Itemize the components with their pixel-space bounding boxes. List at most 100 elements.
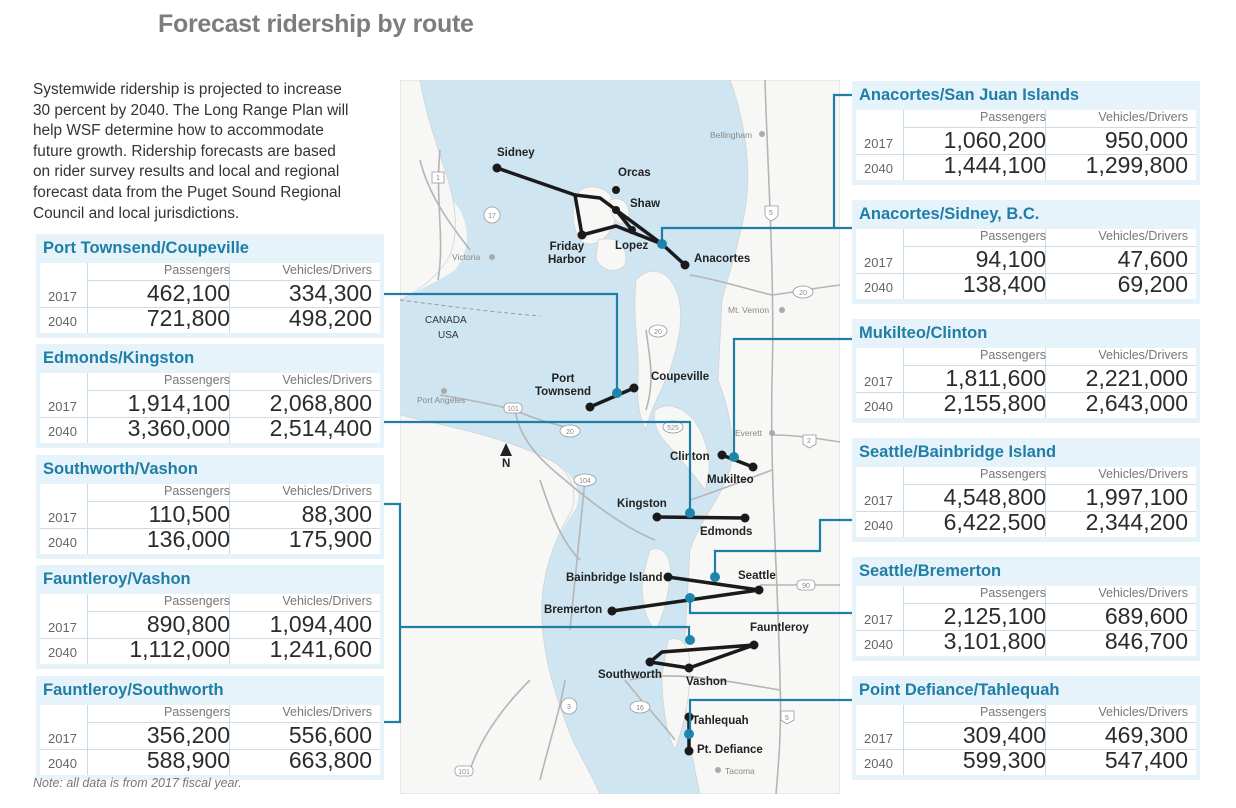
col-header-passengers: Passengers <box>163 484 230 498</box>
year-label: 2017 <box>864 493 893 508</box>
col-header-vehicles: Vehicles/Drivers <box>1098 705 1188 719</box>
label-seattle: Seattle <box>738 570 776 582</box>
table-divider <box>229 263 230 333</box>
ridership-table: Passengers Vehicles/Drivers 2017 2,125,1… <box>856 586 1196 656</box>
route-box-seattle-bainbridge: Seattle/Bainbridge Island Passengers Veh… <box>852 438 1200 542</box>
label-kingston: Kingston <box>617 498 667 510</box>
vehicles-value: 69,200 <box>1117 271 1188 297</box>
label-fauntleroy: Fauntleroy <box>750 622 809 634</box>
table-divider <box>856 511 1196 512</box>
city-bellingham: Bellingham <box>710 130 753 140</box>
vehicles-value: 2,344,200 <box>1085 509 1188 535</box>
route-box-point-defiance-tahlequah: Point Defiance/Tahlequah Passengers Vehi… <box>852 676 1200 780</box>
year-label: 2040 <box>864 399 893 414</box>
intro-line: Council and local jurisdictions. <box>33 204 240 222</box>
col-header-vehicles: Vehicles/Drivers <box>1098 110 1188 124</box>
table-divider <box>903 246 1196 247</box>
table-divider <box>87 263 88 333</box>
year-label: 2040 <box>864 637 893 652</box>
highway-17: 17 <box>488 213 496 220</box>
label-vashon: Vashon <box>686 676 727 688</box>
passengers-value: 1,444,100 <box>943 152 1046 178</box>
table-divider <box>856 392 1196 393</box>
vehicles-value: 88,300 <box>301 501 372 527</box>
highway-16: 16 <box>636 705 644 712</box>
table-divider <box>87 390 380 391</box>
year-label: 2040 <box>48 314 77 329</box>
route-name: Anacortes/Sidney, B.C. <box>859 205 1040 223</box>
col-header-vehicles: Vehicles/Drivers <box>282 705 372 719</box>
table-divider <box>903 127 1196 128</box>
table-divider <box>87 722 380 723</box>
passengers-value: 4,548,800 <box>943 484 1046 510</box>
col-header-vehicles: Vehicles/Drivers <box>282 594 372 608</box>
col-header-vehicles: Vehicles/Drivers <box>282 373 372 387</box>
ridership-table: Passengers Vehicles/Drivers 2017 309,400… <box>856 705 1196 775</box>
table-divider <box>903 484 1196 485</box>
city-port-angeles: Port Angeles <box>417 395 466 405</box>
year-label: 2040 <box>864 518 893 533</box>
col-header-passengers: Passengers <box>979 229 1046 243</box>
table-divider <box>1045 348 1046 418</box>
route-name: Seattle/Bainbridge Island <box>859 443 1057 461</box>
label-orcas: Orcas <box>618 167 651 179</box>
table-divider <box>1045 586 1046 656</box>
label-anacortes: Anacortes <box>694 253 751 265</box>
city-everett: Everett <box>735 428 762 438</box>
label-clinton: Clinton <box>670 451 710 463</box>
col-header-passengers: Passengers <box>163 594 230 608</box>
vehicles-value: 547,400 <box>1104 747 1188 773</box>
col-header-passengers: Passengers <box>979 110 1046 124</box>
table-divider <box>1045 467 1046 537</box>
label-coupeville: Coupeville <box>651 371 710 383</box>
route-name: Edmonds/Kingston <box>43 349 195 367</box>
vehicles-value: 663,800 <box>288 747 372 773</box>
intro-line: Systemwide ridership is projected to inc… <box>33 81 342 98</box>
page-title: Forecast ridership by route <box>158 10 474 38</box>
table-divider <box>903 348 904 418</box>
col-header-vehicles: Vehicles/Drivers <box>282 263 372 277</box>
vehicles-value: 498,200 <box>288 305 372 331</box>
label-lopez: Lopez <box>615 240 649 252</box>
vehicles-value: 556,600 <box>288 722 372 748</box>
year-label: 2040 <box>48 756 77 771</box>
table-divider <box>87 373 88 443</box>
col-header-vehicles: Vehicles/Drivers <box>1098 229 1188 243</box>
route-box-port-townsend-coupeville: Port Townsend/Coupeville Passengers Vehi… <box>36 234 384 338</box>
route-markers <box>612 239 739 739</box>
col-header-vehicles: Vehicles/Drivers <box>1098 348 1188 362</box>
route-box-seattle-bremerton: Seattle/Bremerton Passengers Vehicles/Dr… <box>852 557 1200 661</box>
label-shaw: Shaw <box>630 198 661 210</box>
table-divider <box>1045 229 1046 299</box>
passengers-value: 3,360,000 <box>127 415 230 441</box>
route-name: Anacortes/San Juan Islands <box>859 86 1080 104</box>
ridership-table: Passengers Vehicles/Drivers 2017 356,200… <box>40 705 380 775</box>
route-box-anacortes-san-juan: Anacortes/San Juan Islands Passengers Ve… <box>852 81 1200 185</box>
vehicles-value: 334,300 <box>288 280 372 306</box>
highway-3: 3 <box>567 704 571 711</box>
table-divider <box>87 501 380 502</box>
highway-90: 90 <box>802 583 810 590</box>
highway-1: 1 <box>436 175 440 182</box>
year-label: 2017 <box>48 620 77 635</box>
col-header-passengers: Passengers <box>979 348 1046 362</box>
highway-104: 104 <box>579 478 591 485</box>
table-divider <box>87 594 88 664</box>
vehicles-value: 2,514,400 <box>269 415 372 441</box>
vehicles-value: 950,000 <box>1104 127 1188 153</box>
table-divider <box>903 110 904 180</box>
table-divider <box>1045 110 1046 180</box>
vehicles-value: 2,221,000 <box>1085 365 1188 391</box>
year-label: 2040 <box>864 161 893 176</box>
label-southworth: Southworth <box>598 669 662 681</box>
label-bremerton: Bremerton <box>544 604 603 616</box>
passengers-value: 1,811,600 <box>945 365 1046 391</box>
label-port-townsend: Port Townsend <box>535 373 592 398</box>
table-divider <box>229 373 230 443</box>
table-divider <box>87 705 88 775</box>
passengers-value: 309,400 <box>962 722 1046 748</box>
highway-5: 5 <box>769 210 773 217</box>
vehicles-value: 689,600 <box>1104 603 1188 629</box>
vehicles-value: 47,600 <box>1117 246 1188 272</box>
table-divider <box>903 229 904 299</box>
